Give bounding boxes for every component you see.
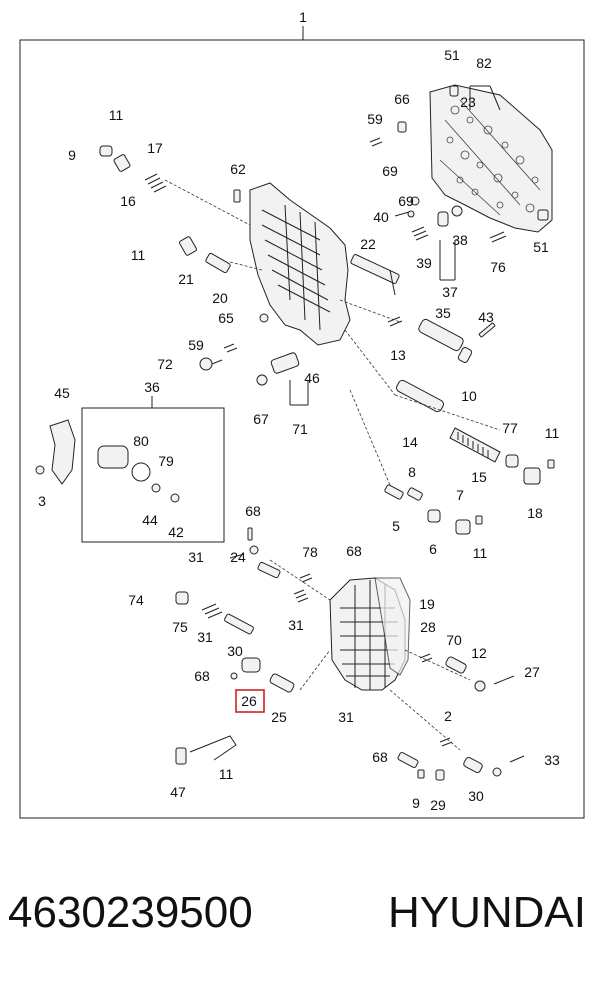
- callout-8: 8: [408, 464, 416, 480]
- callout-78: 78: [302, 544, 318, 560]
- separator-plate: [429, 84, 553, 233]
- leader-lines: [289, 85, 501, 406]
- part-number: 4630239500: [8, 888, 253, 937]
- callout-79: 79: [158, 453, 174, 469]
- callout-11: 11: [219, 766, 234, 782]
- callout-39: 39: [416, 255, 432, 271]
- callout-31: 31: [197, 629, 213, 645]
- callout-46: 46: [304, 370, 320, 386]
- callout-69: 69: [398, 193, 414, 209]
- callout-68: 68: [372, 749, 388, 765]
- callout-30: 30: [468, 788, 484, 804]
- callout-35: 35: [435, 305, 451, 321]
- callout-10: 10: [461, 388, 477, 404]
- callout-12: 12: [471, 645, 487, 661]
- callout-29: 29: [430, 797, 446, 813]
- lower-valve-body: [329, 577, 411, 691]
- highlighted-part-box: [235, 689, 265, 713]
- callout-59: 59: [367, 111, 383, 127]
- callout-75: 75: [172, 619, 188, 635]
- callout-51: 51: [444, 47, 460, 63]
- callout-13: 13: [390, 347, 406, 363]
- callout-27: 27: [524, 664, 540, 680]
- callout-45: 45: [54, 385, 70, 401]
- callout-18: 18: [527, 505, 543, 521]
- callout-69: 69: [382, 163, 398, 179]
- callout-11: 11: [109, 107, 124, 123]
- callout-70: 70: [446, 632, 462, 648]
- callout-77: 77: [502, 420, 518, 436]
- callout-22: 22: [360, 236, 376, 252]
- callout-2: 2: [444, 708, 452, 724]
- callout-9: 9: [412, 795, 420, 811]
- callout-31: 31: [188, 549, 204, 565]
- callout-68: 68: [194, 668, 210, 684]
- callout-3: 3: [38, 493, 46, 509]
- callout-44: 44: [142, 512, 158, 528]
- callout-30: 30: [227, 643, 243, 659]
- callout-47: 47: [170, 784, 186, 800]
- callout-74: 74: [128, 592, 144, 608]
- callout-19: 19: [419, 596, 435, 612]
- callout-43: 43: [478, 309, 494, 325]
- callout-24: 24: [230, 549, 246, 565]
- callout-17: 17: [147, 140, 163, 156]
- callout-31: 31: [338, 709, 354, 725]
- callout-62: 62: [230, 161, 246, 177]
- callout-15: 15: [471, 469, 487, 485]
- callout-42: 42: [168, 524, 184, 540]
- callout-26: 26: [241, 693, 257, 709]
- callout-11: 11: [131, 247, 146, 263]
- callout-36: 36: [144, 379, 160, 395]
- callout-21: 21: [178, 271, 194, 287]
- callout-31: 31: [288, 617, 304, 633]
- small-parts: [35, 85, 555, 781]
- callout-9: 9: [68, 147, 76, 163]
- callout-51: 51: [533, 239, 549, 255]
- callout-67: 67: [253, 411, 269, 427]
- callout-72: 72: [157, 356, 173, 372]
- callout-80: 80: [133, 433, 149, 449]
- callout-6: 6: [429, 541, 437, 557]
- callout-5: 5: [392, 518, 400, 534]
- callout-16: 16: [120, 193, 136, 209]
- callout-7: 7: [456, 487, 464, 503]
- callout-25: 25: [271, 709, 287, 725]
- callout-38: 38: [452, 232, 468, 248]
- callout-59: 59: [188, 337, 204, 353]
- callout-1: 1: [299, 9, 307, 25]
- callout-40: 40: [373, 209, 389, 225]
- callout-14: 14: [402, 434, 418, 450]
- brand-name: HYUNDAI: [387, 888, 586, 937]
- callout-23: 23: [460, 94, 476, 110]
- caption-bar: 4630239500 HYUNDAI: [0, 878, 600, 948]
- callout-37: 37: [442, 284, 458, 300]
- callout-76: 76: [490, 259, 506, 275]
- callout-20: 20: [212, 290, 228, 306]
- assembly-frame: [19, 39, 585, 819]
- callout-65: 65: [218, 310, 234, 326]
- parts-diagram: 1518223665969119171662694038511121393776…: [19, 9, 585, 819]
- callout-71: 71: [292, 421, 308, 437]
- callout-68: 68: [346, 543, 362, 559]
- callout-11: 11: [473, 545, 488, 561]
- callout-33: 33: [544, 752, 560, 768]
- callout-28: 28: [420, 619, 436, 635]
- inset-box: [81, 407, 225, 543]
- alignment-lines: [164, 179, 501, 751]
- callout-11: 11: [545, 425, 560, 441]
- callout-68: 68: [245, 503, 261, 519]
- callout-66: 66: [394, 91, 410, 107]
- callout-82: 82: [476, 55, 492, 71]
